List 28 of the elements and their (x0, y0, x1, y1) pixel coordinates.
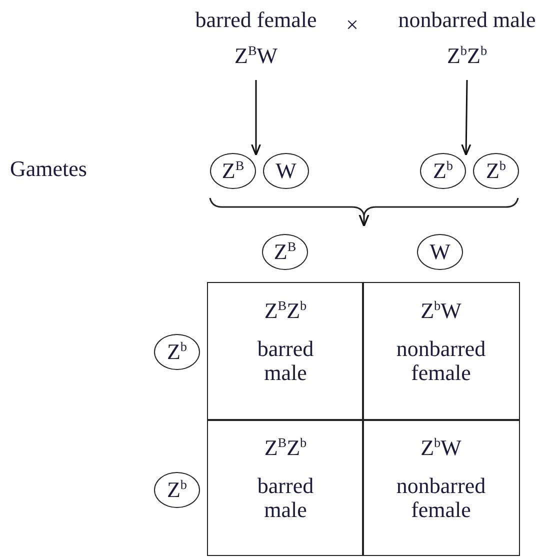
arrow (251, 80, 261, 156)
row-label: Gametes (10, 156, 87, 182)
genotype-text: Z$^{B}$W (234, 44, 278, 68)
phenotype-text: barred male (256, 337, 315, 386)
genotype-text: Z$^{b}$Z$^{b}$ (446, 44, 488, 68)
genotype-text: Z$^{b}$W (420, 436, 462, 460)
allele-circle: W (263, 153, 309, 189)
allele-circle: Z$^{b}$ (154, 334, 200, 370)
phenotype-text: barred female (195, 8, 317, 32)
punnett-cell (362, 282, 520, 421)
phenotype-text: nonbarred male (398, 8, 536, 32)
punnett-cell (362, 419, 520, 556)
phenotype-text: barred male (256, 474, 315, 523)
allele-circle: Z$^{b}$ (473, 153, 519, 189)
genotype-text: Z$^{B}$Z$^{b}$ (264, 299, 307, 324)
allele-circle: Z$^{B}$ (210, 153, 256, 189)
cross-symbol: × (346, 12, 358, 38)
punnett-cell (207, 282, 364, 421)
allele-circle: Z$^{b}$ (154, 472, 200, 508)
arrow (461, 80, 472, 156)
allele-circle: Z$^{b}$ (420, 153, 466, 189)
genotype-text: Z$^{b}$W (420, 299, 462, 324)
punnett-cell (207, 419, 364, 556)
phenotype-text: nonbarred female (395, 474, 487, 523)
genotype-text: Z$^{B}$Z$^{b}$ (264, 436, 307, 460)
allele-circle: Z$^{B}$ (262, 234, 308, 270)
allele-circle: W (417, 234, 463, 270)
phenotype-text: nonbarred female (395, 337, 487, 386)
